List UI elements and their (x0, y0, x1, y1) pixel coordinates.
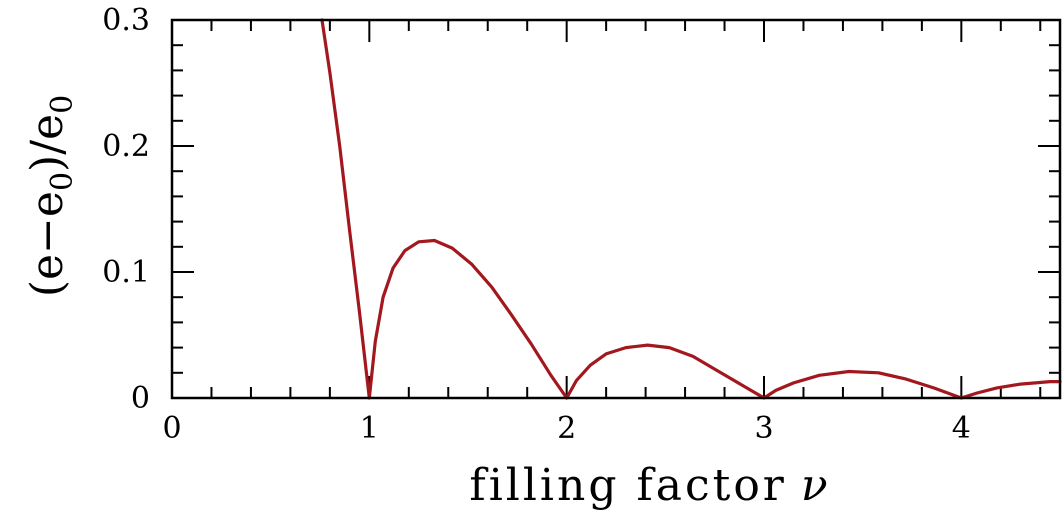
y-title-close: )/e (22, 114, 73, 172)
y-title-minus: − (22, 217, 73, 254)
x-tick-label: 4 (952, 411, 971, 446)
y-tick-label: 0.2 (102, 129, 150, 164)
x-axis-title-text: filling factor (469, 460, 786, 511)
y-tick-labels: 0 0.1 0.2 0.3 (102, 3, 150, 416)
y-title-open: (e (22, 254, 73, 297)
axis-ticks (171, 19, 1060, 399)
x-tick-labels: 0 1 2 3 4 (162, 411, 970, 446)
y-tick-label: 0.1 (102, 255, 150, 290)
y-tick-label: 0 (131, 381, 150, 416)
y-tick-label: 0.3 (102, 3, 150, 38)
x-axis-symbol: ν (801, 460, 831, 511)
y-axis-title: (e−e0)/e0 (22, 95, 80, 297)
y-title-sub2: 0 (45, 95, 80, 114)
x-tick-label: 2 (557, 411, 576, 446)
y-title-sub: 0 (45, 172, 80, 191)
plot-frame (170, 18, 1062, 400)
x-axis-title: filling factor ν (469, 460, 830, 511)
x-tick-label: 0 (162, 411, 181, 446)
series-line (320, 18, 1062, 400)
x-tick-label: 3 (754, 411, 773, 446)
svg-text:(e−e0)/e0: (e−e0)/e0 (22, 95, 80, 297)
x-tick-label: 1 (360, 411, 379, 446)
y-title-e: e (22, 191, 73, 217)
